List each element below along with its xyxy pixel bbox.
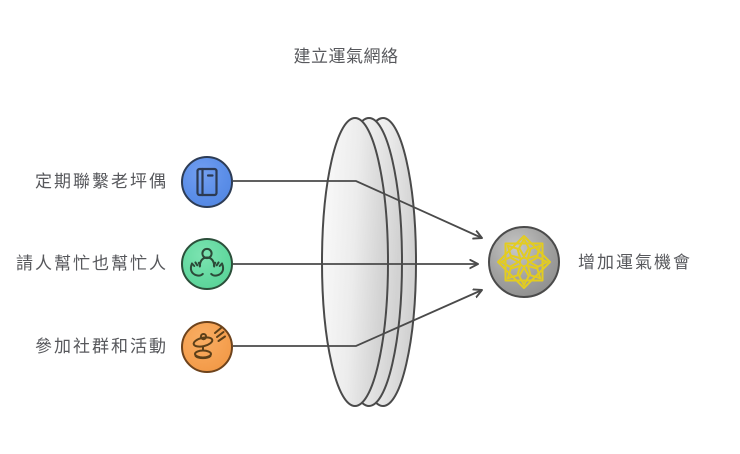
- output-node-luck-opportunities: [488, 226, 560, 298]
- input-label-2: 請人幫忙也幫忙人: [16, 254, 168, 273]
- rosette-petals: [500, 238, 548, 286]
- helping-hands-icon: [189, 247, 225, 277]
- input-node-help-others: [181, 238, 233, 290]
- diagram-title: 建立運氣網絡: [293, 47, 399, 66]
- input-node-join-communities: [181, 321, 233, 373]
- input-label-3: 參加社群和活動: [35, 337, 168, 356]
- connector-arrows: [233, 180, 482, 347]
- spinner-activity-icon: [192, 327, 226, 360]
- lens-shape: [321, 117, 417, 407]
- notebook-icon: [196, 167, 218, 197]
- input-label-1: 定期聯繫老坪偶: [35, 172, 168, 191]
- output-label: 增加運氣機會: [578, 253, 692, 272]
- input-node-contact-old-friends: [181, 156, 233, 208]
- luck-rosette-icon: [497, 235, 551, 289]
- connector-bottom: [233, 290, 482, 347]
- connector-top: [233, 180, 482, 238]
